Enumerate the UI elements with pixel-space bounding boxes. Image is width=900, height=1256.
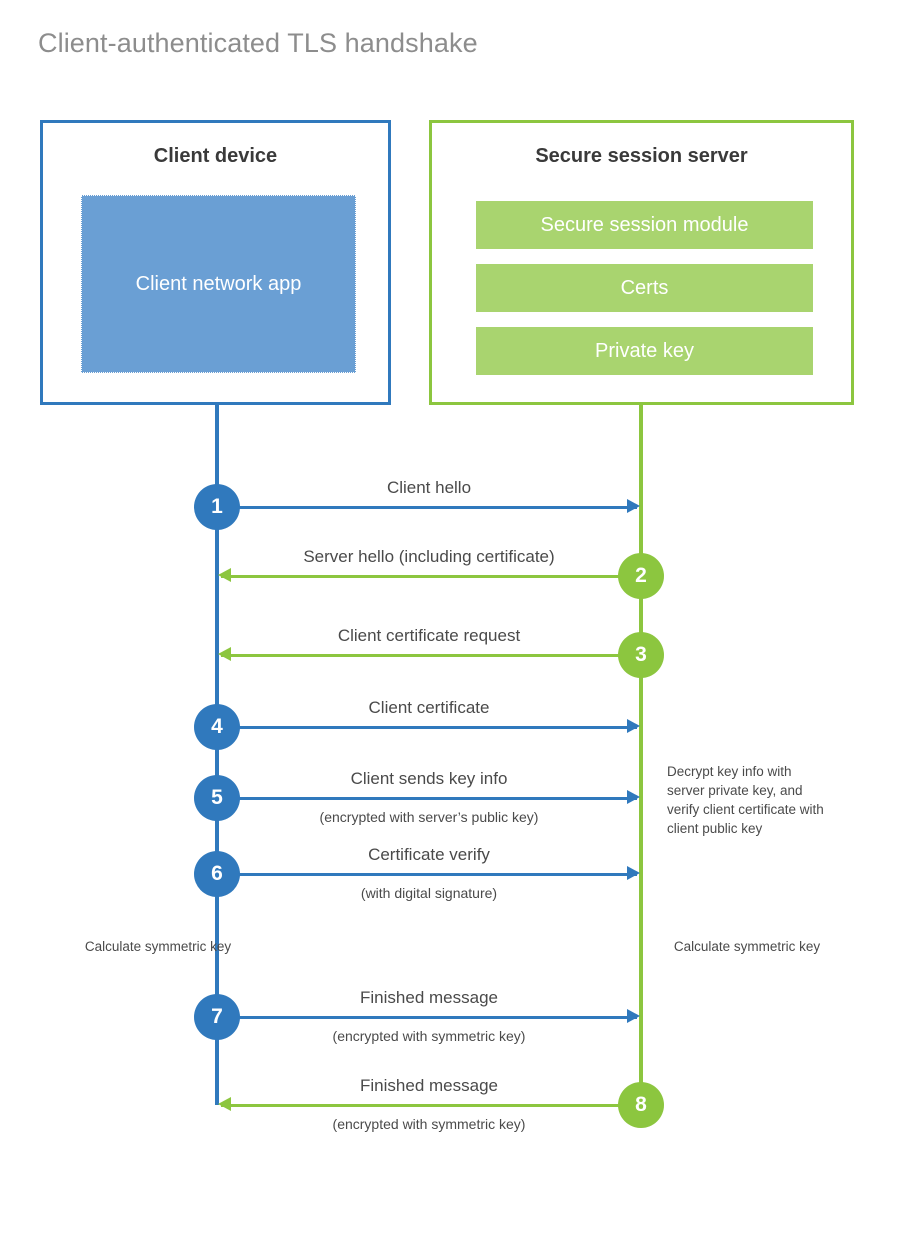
step-marker-6[interactable]: 6: [194, 851, 240, 897]
step-marker-5[interactable]: 5: [194, 775, 240, 821]
message-sublabel-step-6: (with digital signature): [360, 885, 498, 901]
client-device-title: Client device: [153, 145, 278, 167]
annotation-server-decrypt: Decrypt key info with server private key…: [667, 764, 824, 837]
message-label-step-8: Finished message: [360, 1076, 498, 1095]
client-device-box: Client device Client network app: [40, 120, 391, 405]
step-marker-1[interactable]: 1: [194, 484, 240, 530]
server-module-secure-session-module: Secure session module: [476, 201, 813, 249]
arrow-line-step-2: [221, 575, 641, 578]
server-module-certs: Certs: [476, 264, 813, 312]
arrow-line-step-3: [221, 654, 641, 657]
step-marker-4[interactable]: 4: [194, 704, 240, 750]
step-marker-8[interactable]: 8: [618, 1082, 664, 1128]
annotation-server-calculate-symmetric-key: Calculate symmetric key: [673, 939, 821, 954]
secure-session-server-title: Secure session server: [535, 145, 748, 167]
message-sublabel-step-5: (encrypted with server’s public key): [319, 809, 539, 825]
message-label-step-2: Server hello (including certificate): [303, 547, 555, 566]
message-label-step-3: Client certificate request: [337, 626, 521, 645]
message-label-step-4: Client certificate: [368, 698, 490, 717]
annotation-client-calculate-symmetric-key: Calculate symmetric key: [84, 939, 232, 954]
message-sublabel-step-8: (encrypted with symmetric key): [332, 1116, 526, 1132]
step-marker-3[interactable]: 3: [618, 632, 664, 678]
step-marker-7[interactable]: 7: [194, 994, 240, 1040]
arrow-line-step-6: [217, 873, 637, 876]
arrow-line-step-8: [221, 1104, 641, 1107]
step-marker-2[interactable]: 2: [618, 553, 664, 599]
arrow-line-step-7: [217, 1016, 637, 1019]
arrow-line-step-5: [217, 797, 637, 800]
message-label-step-6: Certificate verify: [368, 845, 490, 864]
server-lifeline: [639, 405, 643, 1105]
arrow-line-step-4: [217, 726, 637, 729]
message-sublabel-step-7: (encrypted with symmetric key): [332, 1028, 526, 1044]
page-title: Client-authenticated TLS handshake: [38, 28, 478, 58]
client-network-app-block: Client network app: [81, 195, 356, 373]
arrow-head-step-3: [218, 647, 231, 661]
arrow-head-step-5: [627, 790, 640, 804]
message-label-step-5: Client sends key info: [350, 769, 508, 788]
arrow-head-step-7: [627, 1009, 640, 1023]
secure-session-server-box: Secure session server Secure session mod…: [429, 120, 854, 405]
message-label-step-1: Client hello: [386, 478, 472, 497]
arrow-head-step-4: [627, 719, 640, 733]
arrow-head-step-8: [218, 1097, 231, 1111]
arrow-line-step-1: [217, 506, 637, 509]
message-label-step-7: Finished message: [360, 988, 498, 1007]
server-module-private-key: Private key: [476, 327, 813, 375]
arrow-head-step-1: [627, 499, 640, 513]
arrow-head-step-6: [627, 866, 640, 880]
arrow-head-step-2: [218, 568, 231, 582]
client-lifeline: [215, 405, 219, 1105]
